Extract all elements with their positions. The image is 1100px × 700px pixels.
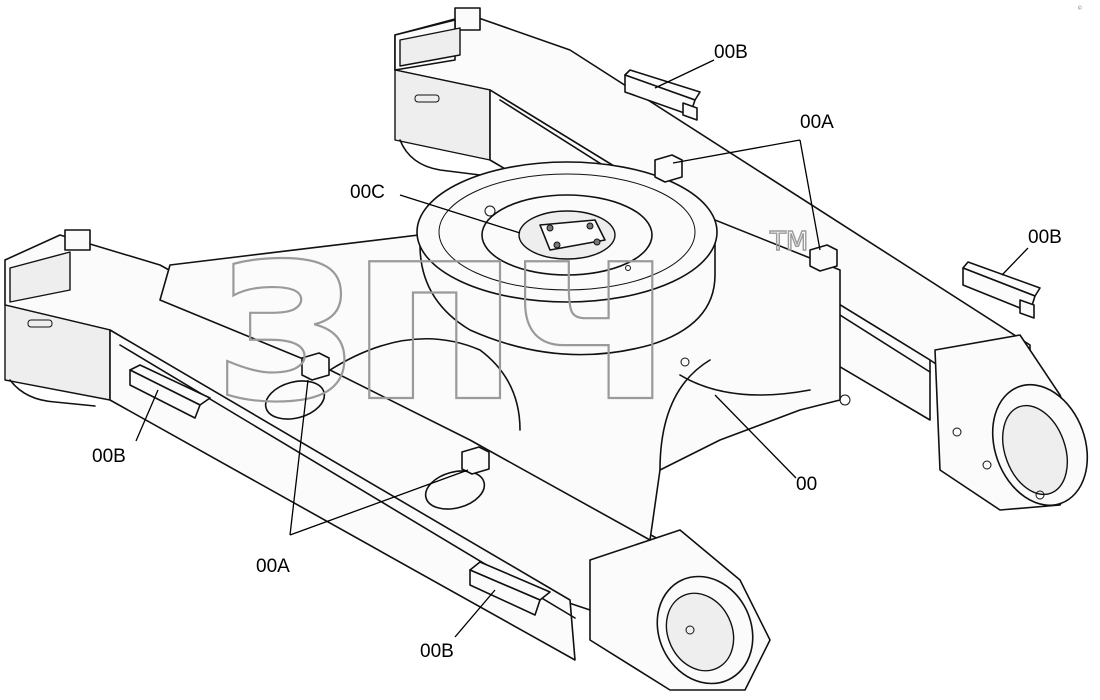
watermark: зпч TM <box>214 165 809 458</box>
swing-circle <box>416 161 718 356</box>
mounting-lug <box>301 154 838 475</box>
right-rear-housing <box>934 334 1089 511</box>
watermark-trademark: TM <box>769 227 808 257</box>
callout-00b-top: 00B <box>714 42 748 63</box>
track-guide-right <box>962 261 1041 319</box>
corner-mark: © <box>1078 5 1082 12</box>
callout-00b-left: 00B <box>92 446 126 467</box>
watermark-text: зпч <box>215 166 669 457</box>
leader-lines <box>135 59 1029 638</box>
callout-00a-lower: 00A <box>256 556 290 577</box>
callout-00b-bottom: 00B <box>420 641 454 662</box>
callout-00a-upper: 00A <box>800 112 834 133</box>
track-guide-left <box>129 364 211 419</box>
callout-00c: 00C <box>350 182 385 203</box>
left-side-frame <box>4 229 666 661</box>
track-guide-bottom <box>469 561 551 616</box>
front-idler-housing <box>589 529 771 691</box>
callout-00b-right: 00B <box>1028 227 1062 248</box>
callout-labels: 00B 00A 00C 00B 00B 00 00A 00B © <box>92 5 1082 662</box>
callout-00: 00 <box>796 474 817 495</box>
